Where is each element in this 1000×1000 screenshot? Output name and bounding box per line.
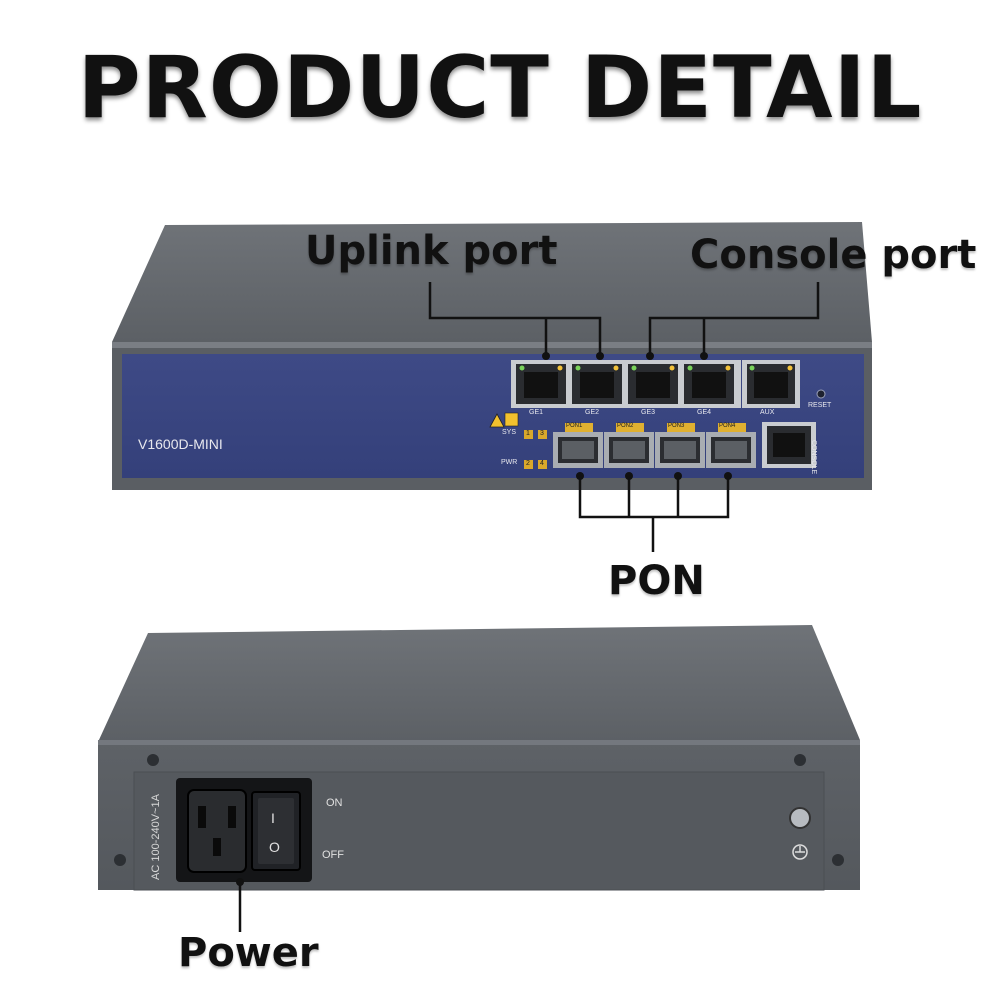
ground-symbol-icon [792,844,808,860]
ge-label-3: GE3 [641,409,656,416]
pon-label-4: PON4 [719,423,736,429]
switch-off-label: OFF [322,849,344,861]
ge-label-2: GE2 [585,409,600,416]
ge-port-2 [572,364,622,404]
pon-label-2: PON2 [617,423,634,429]
screw-icon [147,754,159,766]
uplink-port-label: Uplink port [305,228,558,274]
console-panel-label: CONSOLE [810,440,817,475]
laser-label-icon [504,412,519,427]
pon-port-4 [706,432,756,468]
led-number-2: 2 [526,460,530,467]
rear-device-top [98,625,860,742]
led-number-4: 4 [540,460,544,467]
switch-on-symbol: I [271,810,275,826]
model-label: V1600D-MINI [138,436,223,452]
console-port-label: Console port [690,232,977,278]
ge-port-4 [684,364,734,404]
power-label: Power [178,930,319,976]
power-inlet [187,789,247,873]
ge-label-4: GE4 [697,409,712,416]
power-rating-label: AC 100-240V~1A [150,794,162,880]
pon-port-3 [655,432,705,468]
callout-lines-front [428,282,820,552]
pon-label-1: PON1 [566,423,583,429]
aux-port [747,364,795,404]
callout-dots-front [542,352,732,480]
screw-icon [832,854,844,866]
screw-icon [794,754,806,766]
ge-label-1: GE1 [529,409,544,416]
led-number-1: 1 [526,430,530,437]
page-title: PRODUCT DETAIL [77,38,923,138]
pon-ports [553,432,756,468]
pwr-label: PWR [501,459,518,466]
reset-hole [816,389,826,399]
pon-port-1 [553,432,603,468]
pon-label: PON [608,558,705,604]
warning-icon [489,413,505,428]
console-port [767,426,811,464]
switch-on-label: ON [326,797,343,809]
ground-screw-icon [789,807,811,829]
pon-port-2 [604,432,654,468]
ge-ports [516,364,734,404]
screw-icon [114,854,126,866]
ge-port-1 [516,364,566,404]
pon-label-3: PON3 [668,423,685,429]
sys-label: SYS [502,429,517,436]
reset-label: RESET [808,402,832,409]
aux-label: AUX [760,409,775,416]
front-device-top [112,222,872,342]
ge-port-3 [628,364,678,404]
switch-off-symbol: O [269,839,280,855]
led-number-3: 3 [540,430,544,437]
